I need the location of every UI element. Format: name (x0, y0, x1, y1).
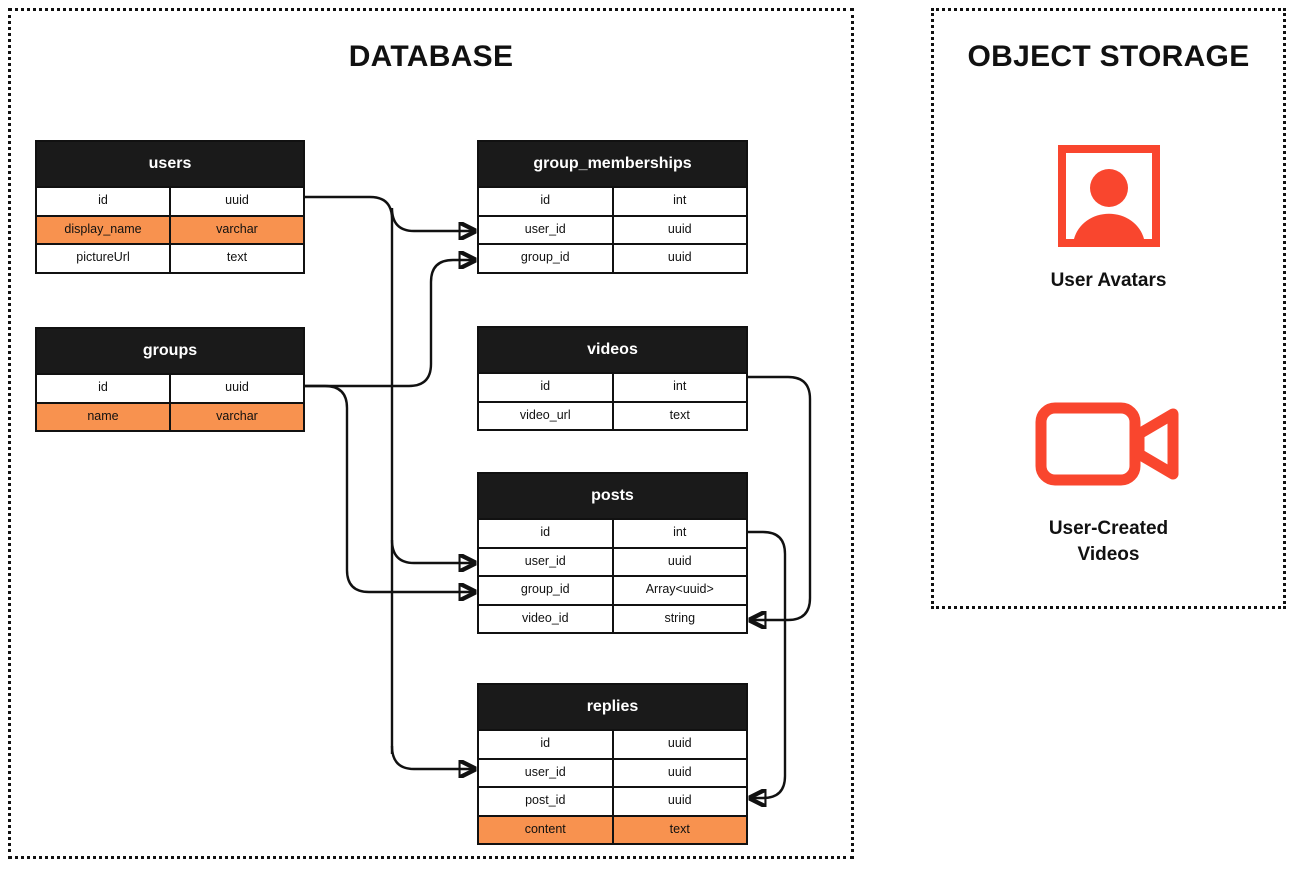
table-row[interactable]: pictureUrl text (37, 243, 303, 272)
table-row[interactable]: id int (479, 372, 746, 401)
table-title: groups (37, 329, 303, 373)
table-row[interactable]: id uuid (479, 729, 746, 758)
column-name: id (479, 520, 614, 547)
table-row[interactable]: video_url text (479, 400, 746, 429)
table-row[interactable]: id uuid (37, 186, 303, 215)
column-name: user_id (479, 548, 614, 575)
object-storage-zone-title: OBJECT STORAGE (967, 40, 1250, 73)
column-name: group_id (479, 577, 614, 604)
table-title: videos (479, 328, 746, 372)
column-name: id (37, 188, 171, 215)
table-title: replies (479, 685, 746, 729)
column-type: varchar (216, 408, 258, 423)
column-type: uuid (225, 193, 249, 207)
table-title: group_memberships (479, 142, 746, 186)
table-row[interactable]: name varchar (37, 401, 303, 430)
column-type: text (226, 250, 248, 264)
column-name: display_name (37, 216, 171, 243)
user-avatar-icon (931, 140, 1286, 252)
storage-item-label: User Avatars (1050, 270, 1167, 291)
column-type: int (673, 193, 687, 207)
table-row[interactable]: group_id Array<uuid> (479, 575, 746, 604)
table-title: posts (479, 474, 746, 518)
column-type: uuid (667, 764, 692, 779)
database-zone: DATABASE (8, 8, 854, 859)
column-name: id (479, 731, 614, 758)
storage-item-user-created-videos[interactable]: User-Created Videos (931, 388, 1286, 568)
column-name: content (479, 816, 614, 843)
column-type: int (673, 379, 687, 393)
table-row[interactable]: id int (479, 518, 746, 547)
column-type: text (669, 407, 690, 422)
column-name: user_id (479, 759, 614, 786)
column-type: uuid (667, 221, 692, 236)
column-name: name (37, 403, 171, 430)
table-row[interactable]: user_id uuid (479, 546, 746, 575)
column-type: uuid (225, 380, 249, 394)
table-row[interactable]: video_id string (479, 603, 746, 632)
column-name: id (479, 188, 614, 215)
column-name: post_id (479, 788, 614, 815)
column-name: user_id (479, 216, 614, 243)
object-storage-zone: OBJECT STORAGE (931, 8, 1286, 609)
column-name: group_id (479, 245, 614, 272)
table-title: users (37, 142, 303, 186)
column-type: Array<uuid> (645, 582, 714, 596)
database-zone-title: DATABASE (348, 40, 514, 73)
column-type: text (669, 821, 690, 836)
storage-item-label: User-Created Videos (1048, 518, 1169, 565)
column-type: uuid (667, 793, 692, 807)
table-row[interactable]: id uuid (37, 373, 303, 402)
table-row[interactable]: post_id uuid (479, 786, 746, 815)
column-name: video_url (479, 402, 614, 429)
column-type: int (673, 525, 687, 539)
storage-item-user-avatars[interactable]: User Avatars (931, 140, 1286, 294)
column-name: id (479, 374, 614, 401)
column-name: pictureUrl (37, 245, 171, 272)
table-row[interactable]: user_id uuid (479, 214, 746, 243)
column-type: uuid (667, 250, 692, 264)
table-row[interactable]: content text (479, 814, 746, 843)
column-name: id (37, 375, 171, 402)
column-type: uuid (667, 736, 692, 750)
video-camera-icon (931, 388, 1286, 500)
column-name: video_id (479, 605, 614, 632)
table-row[interactable]: group_id uuid (479, 243, 746, 272)
column-type: varchar (216, 221, 258, 236)
table-row[interactable]: id int (479, 186, 746, 215)
table-row[interactable]: user_id uuid (479, 757, 746, 786)
column-type: string (664, 610, 696, 625)
column-type: uuid (667, 553, 692, 568)
table-row[interactable]: display_name varchar (37, 214, 303, 243)
